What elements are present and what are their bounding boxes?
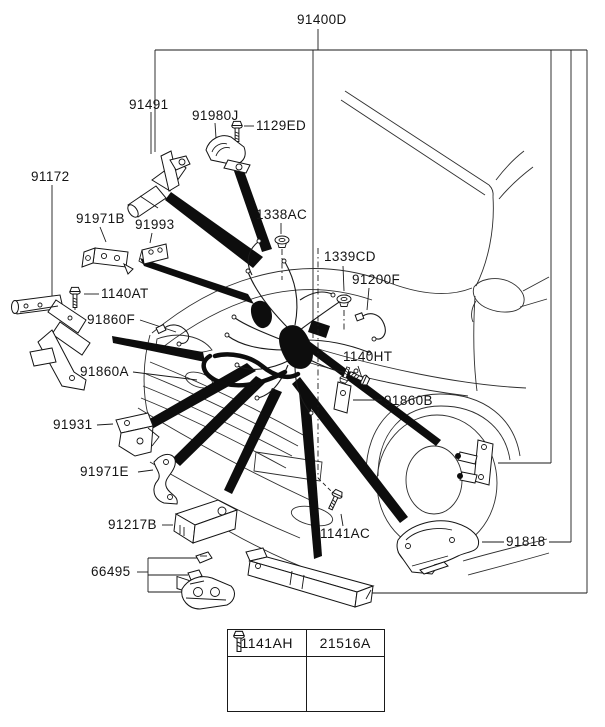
part-label-91860A[interactable]: 91860A (80, 364, 129, 379)
part-label-91860B[interactable]: 91860B (384, 393, 433, 408)
vehicle-outline (137, 90, 550, 579)
callout-frame (154, 29, 588, 594)
part-91200F (354, 312, 386, 342)
part-label-91980J[interactable]: 91980J (192, 108, 239, 123)
fastener-cell-21516A (232, 630, 385, 712)
part-91971B (81, 247, 134, 275)
clip-1339CD (336, 294, 352, 307)
part-66495-latch (181, 576, 235, 610)
fastener-table: 1141AH 21516A (227, 629, 385, 712)
part-label-1338AC[interactable]: 1338AC (256, 207, 308, 222)
part-label-91200F[interactable]: 91200F (352, 272, 401, 287)
part-91217B (173, 499, 239, 594)
part-label-66495[interactable]: 66495 (91, 564, 131, 579)
part-91971E (153, 454, 178, 505)
part-label-91931[interactable]: 91931 (53, 417, 93, 432)
part-label-1129ED[interactable]: 1129ED (256, 118, 307, 133)
part-label-1339CD[interactable]: 1339CD (324, 249, 376, 264)
part-66495-clips (187, 551, 213, 581)
bolt-1140AT (69, 286, 81, 308)
part-91860B (333, 365, 353, 414)
fastener-cell-1141AH (227, 630, 307, 712)
part-91491 (127, 150, 191, 218)
part-label-91818[interactable]: 91818 (506, 534, 546, 549)
bolt-icon (232, 630, 245, 652)
part-label-1140HT[interactable]: 1140HT (343, 349, 393, 364)
part-label-1140AT[interactable]: 1140AT (101, 286, 149, 301)
part-91860F (155, 323, 190, 347)
part-label-91491[interactable]: 91491 (129, 97, 169, 112)
part-91172 (11, 294, 91, 391)
part-duct (245, 547, 375, 608)
wiring-harness (201, 238, 386, 416)
part-91818-bracket (455, 439, 494, 486)
part-label-91971E[interactable]: 91971E (80, 464, 129, 479)
pointer-wedges (112, 168, 441, 559)
part-91818 (396, 520, 480, 575)
clip-1338AC (274, 235, 290, 248)
fastener-code-21516A[interactable]: 21516A (305, 629, 385, 657)
part-label-91172[interactable]: 91172 (31, 169, 70, 184)
part-91980J (205, 135, 251, 174)
part-91931 (115, 412, 160, 457)
part-label-91971B[interactable]: 91971B (76, 211, 125, 226)
part-label-91400D[interactable]: 91400D (297, 12, 347, 27)
bolt-1141AC (325, 488, 345, 512)
part-label-91860F[interactable]: 91860F (87, 312, 136, 327)
part-label-91217B[interactable]: 91217B (108, 517, 157, 532)
part-label-91993[interactable]: 91993 (135, 217, 175, 232)
part-91993 (138, 243, 169, 265)
part-label-1141AC[interactable]: 1141AC (320, 526, 371, 541)
